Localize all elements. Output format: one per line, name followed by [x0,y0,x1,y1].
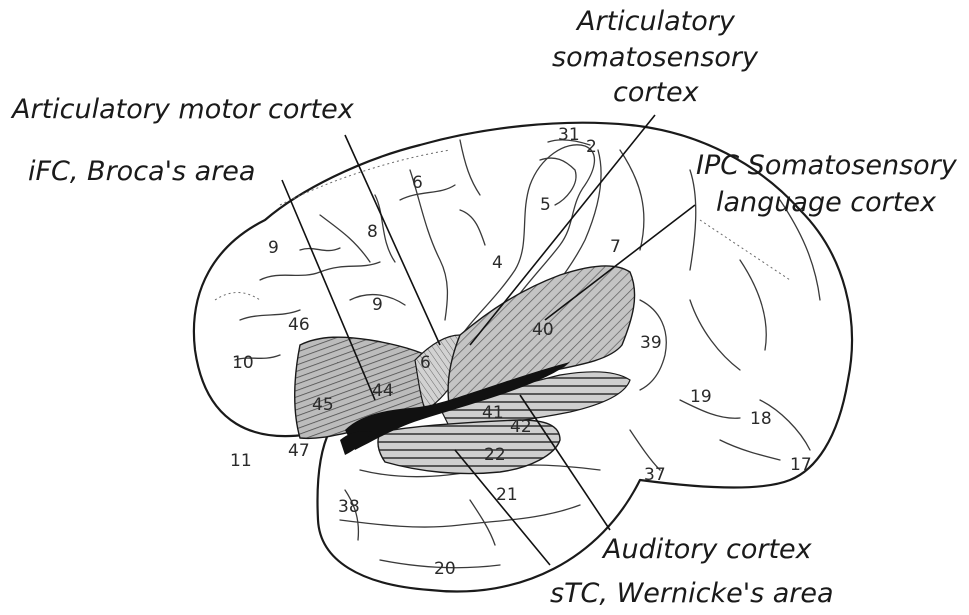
brodmann-22: 22 [484,445,506,465]
brodmann-18: 18 [750,409,772,429]
brodmann-6: 6 [412,173,423,193]
brodmann-11: 11 [230,451,252,471]
brodmann-7: 7 [610,237,621,257]
label-wernicke-area: sTC, Wernicke's area [550,578,834,609]
brodmann-21: 21 [496,485,518,505]
brodmann-10: 10 [232,353,254,373]
brodmann-44: 44 [372,381,394,401]
brodmann-17: 17 [790,455,812,475]
brodmann-5: 5 [540,195,551,215]
brodmann-42: 42 [510,417,532,437]
brodmann-20: 20 [434,559,456,579]
label-ipc-line1: IPC Somatosensory [696,150,958,181]
brodmann-45: 45 [312,395,334,415]
brodmann-2: 2 [586,137,597,157]
brodmann-19: 19 [690,387,712,407]
brodmann-41: 41 [482,403,504,423]
brodmann-4: 4 [492,253,503,273]
label-somatosensory-line3: cortex [613,77,700,108]
brodmann-39: 39 [640,333,662,353]
label-somatosensory-line2: somatosensory [552,42,759,73]
label-somatosensory-line1: Articulatory [575,6,736,37]
brodmann-46: 46 [288,315,310,335]
brodmann-9-upper: 9 [268,238,279,258]
label-broca-area: iFC, Broca's area [28,156,255,187]
brodmann-9-lower: 9 [372,295,383,315]
brodmann-6-lower: 6 [420,353,431,373]
brodmann-37: 37 [644,465,666,485]
brodmann-40: 40 [532,320,554,340]
brodmann-38: 38 [338,497,360,517]
label-ipc-line2: language cortex [716,187,937,218]
brodmann-47: 47 [288,441,310,461]
label-auditory-cortex: Auditory cortex [601,534,813,565]
brodmann-31: 31 [558,125,580,145]
brodmann-8: 8 [367,222,378,242]
label-articulatory-motor-cortex: Articulatory motor cortex [10,94,355,125]
